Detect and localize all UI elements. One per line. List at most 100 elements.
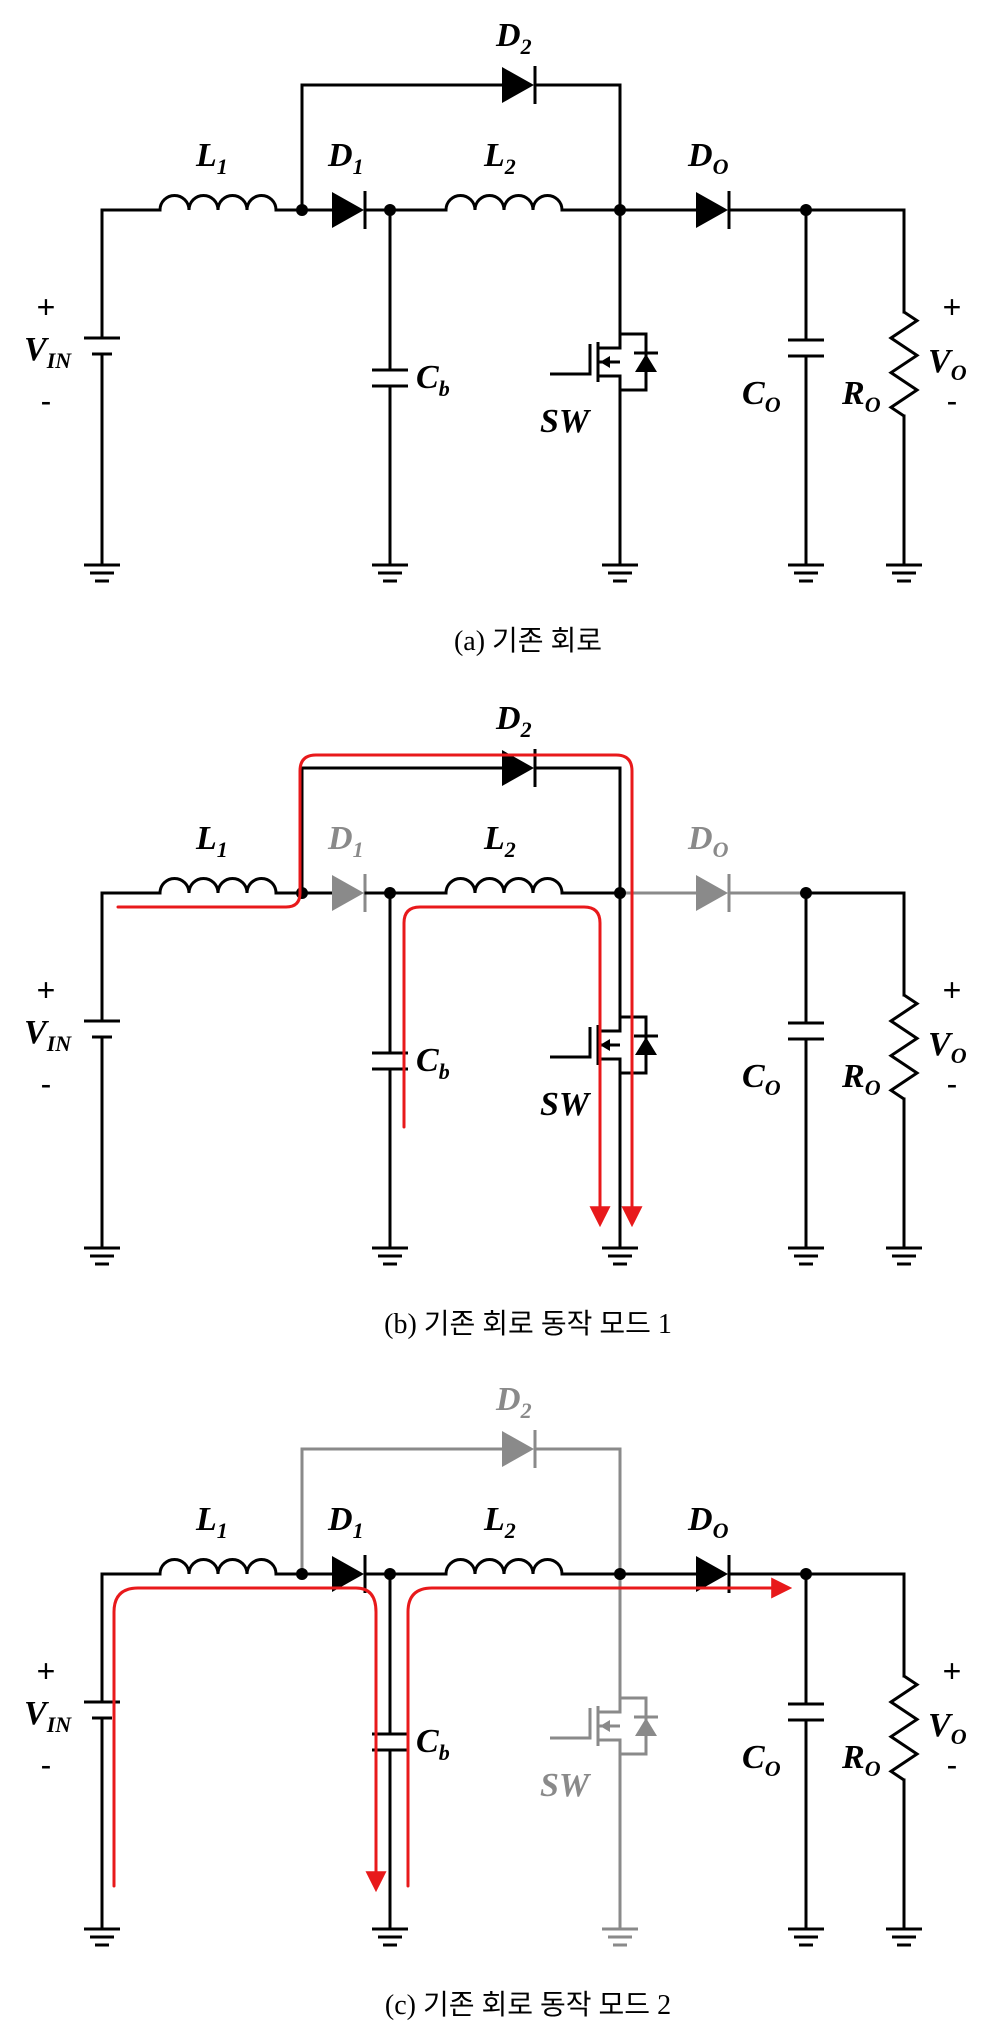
label-ro: RO bbox=[841, 1058, 881, 1100]
vin-battery bbox=[84, 1019, 120, 1039]
label-d2: D2 bbox=[495, 17, 532, 59]
current-path-vin-l1-d1-cb bbox=[112, 1586, 387, 1893]
label-d1-sub: 1 bbox=[353, 1518, 364, 1543]
label-do: DO bbox=[687, 137, 729, 179]
output-top-wire bbox=[804, 1572, 906, 1678]
d2-right-wire bbox=[534, 83, 622, 212]
junction-dot bbox=[296, 1568, 308, 1580]
label-do-main: D bbox=[687, 1501, 713, 1538]
junction-dot bbox=[800, 1568, 812, 1580]
label-l1: L1 bbox=[195, 1501, 228, 1543]
label-sw: SW bbox=[540, 1086, 592, 1123]
vin-minus-sign: - bbox=[41, 383, 52, 419]
d2-right-wire bbox=[534, 766, 622, 895]
junction-dot bbox=[296, 887, 308, 899]
ground-symbol bbox=[886, 1246, 922, 1266]
label-d1-sub: 1 bbox=[353, 837, 364, 862]
label-d1-sub: 1 bbox=[353, 154, 364, 179]
junction-dot bbox=[800, 887, 812, 899]
d2-left-wire bbox=[300, 1447, 504, 1576]
label-vin-sub: IN bbox=[46, 1712, 73, 1737]
vin-battery bbox=[84, 336, 120, 356]
label-ro-sub: O bbox=[865, 1756, 881, 1781]
label-cb-sub: b bbox=[439, 1059, 450, 1084]
output-top-wire bbox=[804, 891, 906, 997]
label-co: CO bbox=[742, 1739, 781, 1781]
diode-d1 bbox=[332, 191, 367, 229]
inductor-l1 bbox=[158, 1558, 278, 1575]
label-sw-main: SW bbox=[540, 403, 592, 440]
junction-dot bbox=[296, 204, 308, 216]
resistor-ro bbox=[888, 993, 920, 1101]
capacitor-co bbox=[788, 1021, 824, 1041]
label-ro-main: R bbox=[841, 1058, 865, 1095]
diode-do bbox=[696, 191, 731, 229]
vo-minus-sign: - bbox=[947, 383, 958, 419]
ground-symbol bbox=[602, 563, 638, 583]
label-ro-sub: O bbox=[865, 1075, 881, 1100]
mosfet-sw bbox=[550, 1686, 658, 1766]
current-path-cb-l2-do bbox=[406, 1577, 793, 1888]
label-do: DO bbox=[687, 1501, 729, 1543]
d2-left-wire bbox=[300, 83, 504, 212]
label-sw-main: SW bbox=[540, 1767, 592, 1804]
label-do: DO bbox=[687, 820, 729, 862]
label-d1: D1 bbox=[327, 1501, 364, 1543]
vo-plus-sign: + bbox=[943, 972, 962, 1008]
ground-symbol bbox=[602, 1927, 638, 1947]
label-l2-sub: 2 bbox=[504, 154, 516, 179]
label-l2-main: L bbox=[483, 1501, 505, 1538]
junction-dot bbox=[614, 1568, 626, 1580]
current-path-l1-d2-sw bbox=[116, 753, 643, 1228]
resistor-ro bbox=[888, 310, 920, 418]
label-d2-main: D bbox=[495, 17, 521, 54]
label-l2: L2 bbox=[483, 1501, 516, 1543]
label-co-main: C bbox=[742, 1739, 765, 1776]
label-ro-sub: O bbox=[865, 392, 881, 417]
label-d1: D1 bbox=[327, 137, 364, 179]
mosfet-sw bbox=[550, 1005, 658, 1085]
ground-symbol bbox=[84, 1246, 120, 1266]
label-cb: Cb bbox=[416, 1042, 450, 1084]
label-vo-sub: O bbox=[951, 1724, 967, 1749]
label-d2-sub: 2 bbox=[520, 34, 532, 59]
label-l2-sub: 2 bbox=[504, 1518, 516, 1543]
label-d2-sub: 2 bbox=[520, 717, 532, 742]
label-cb-main: C bbox=[416, 1723, 439, 1760]
label-d2: D2 bbox=[495, 700, 532, 742]
label-vin: VIN bbox=[24, 331, 72, 373]
label-vin: VIN bbox=[24, 1695, 72, 1737]
label-co-sub: O bbox=[765, 1756, 781, 1781]
label-vo-sub: O bbox=[951, 360, 967, 385]
inductor-l2 bbox=[444, 877, 564, 894]
ground-symbol bbox=[886, 563, 922, 583]
output-top-wire bbox=[804, 208, 906, 314]
mosfet-sw bbox=[550, 322, 658, 402]
d2-right-wire bbox=[534, 1447, 622, 1576]
vo-minus-sign: - bbox=[947, 1747, 958, 1783]
vin-minus-sign: - bbox=[41, 1747, 52, 1783]
label-vo: VO bbox=[928, 343, 967, 385]
vin-wire-top bbox=[100, 208, 162, 340]
label-l1-main: L bbox=[195, 820, 217, 857]
ground-symbol bbox=[372, 1246, 408, 1266]
label-co-main: C bbox=[742, 375, 765, 412]
vo-plus-sign: + bbox=[943, 289, 962, 325]
label-l1-sub: 1 bbox=[217, 1518, 228, 1543]
ground-symbol bbox=[602, 1246, 638, 1266]
inductor-l1 bbox=[158, 877, 278, 894]
inductor-l2 bbox=[444, 1558, 564, 1575]
capacitor-co bbox=[788, 338, 824, 358]
label-co-sub: O bbox=[765, 1075, 781, 1100]
label-l2: L2 bbox=[483, 137, 516, 179]
label-cb: Cb bbox=[416, 1723, 450, 1765]
capacitor-cb bbox=[372, 368, 408, 388]
diode-do bbox=[696, 874, 731, 912]
label-vo: VO bbox=[928, 1707, 967, 1749]
label-vo: VO bbox=[928, 1026, 967, 1068]
vo-minus-sign: - bbox=[947, 1066, 958, 1102]
label-l1-main: L bbox=[195, 137, 217, 174]
vin-plus-sign: + bbox=[37, 972, 56, 1008]
